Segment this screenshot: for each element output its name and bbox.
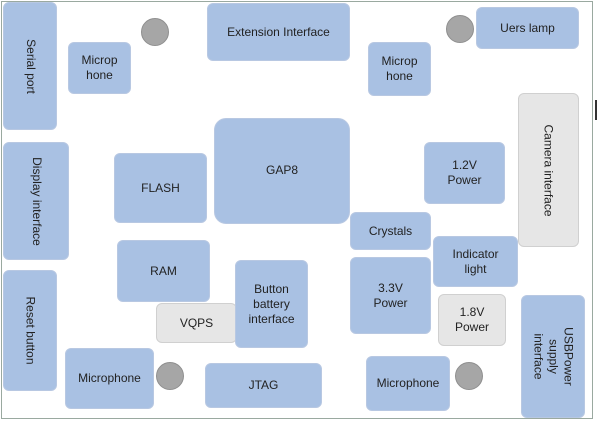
extension-interface-block: Extension Interface: [207, 3, 350, 61]
camera-interface-label: Camera interface: [542, 123, 557, 217]
gap8-block: GAP8: [214, 118, 350, 224]
jtag-block: JTAG: [205, 363, 322, 408]
microphone-top-left-circle: [141, 18, 169, 46]
microphone-bottom-right-circle: [455, 362, 483, 390]
microphone-top-left-label: Microp hone: [81, 53, 118, 82]
display-interface-block: Display interface: [3, 142, 69, 260]
power-3v3-label: 3.3V Power: [373, 280, 408, 310]
extension-interface-label: Extension Interface: [227, 24, 330, 39]
usb-power-block: USBPower supply interface: [521, 295, 585, 418]
vqps-block: VQPS: [156, 303, 237, 343]
usb-power-label: USBPower supply interface: [531, 327, 576, 386]
microphone-top-right-block: Microp hone: [368, 42, 431, 96]
ram-label: RAM: [150, 263, 177, 278]
flash-label: FLASH: [141, 180, 180, 195]
vqps-label: VQPS: [179, 315, 214, 330]
flash-block: FLASH: [114, 153, 207, 223]
serial-port-label: Serial port: [23, 38, 38, 94]
users-lamp-block: Uers lamp: [476, 7, 579, 49]
microphone-top-left-block: Microp hone: [68, 42, 131, 94]
power-1v8-block: 1.8V Power: [438, 294, 506, 346]
reset-button-block: Reset button: [3, 270, 57, 391]
serial-port-block: Serial port: [3, 2, 57, 130]
microphone-bottom-right-label: Microphone: [376, 376, 440, 390]
ram-block: RAM: [117, 240, 210, 302]
indicator-light-block: Indicator light: [433, 236, 518, 287]
display-interface-label: Display interface: [29, 156, 44, 246]
power-1v8-label: 1.8V Power: [454, 305, 489, 334]
microphone-bottom-left-block: Microphone: [65, 348, 154, 409]
power-1v2-block: 1.2V Power: [424, 142, 505, 204]
camera-interface-block: Camera interface: [518, 93, 579, 247]
jtag-label: JTAG: [248, 378, 279, 392]
microphone-top-right-circle: [446, 15, 474, 43]
gap8-label: GAP8: [265, 163, 298, 177]
crystals-block: Crystals: [350, 212, 431, 250]
microphone-bottom-right-block: Microphone: [366, 356, 450, 411]
reset-button-label: Reset button: [23, 296, 38, 365]
indicator-light-label: Indicator light: [452, 246, 499, 276]
microphone-bottom-left-label: Microphone: [78, 371, 141, 385]
microphone-bottom-left-circle: [156, 362, 184, 390]
button-battery-block: Button battery interface: [235, 260, 308, 348]
power-1v2-label: 1.2V Power: [447, 158, 482, 187]
button-battery-label: Button battery interface: [248, 281, 295, 326]
users-lamp-label: Uers lamp: [500, 20, 555, 35]
crystals-label: Crystals: [368, 223, 413, 238]
microphone-top-right-label: Microp hone: [381, 54, 418, 83]
edge-marker: [595, 100, 597, 120]
power-3v3-block: 3.3V Power: [350, 257, 431, 334]
